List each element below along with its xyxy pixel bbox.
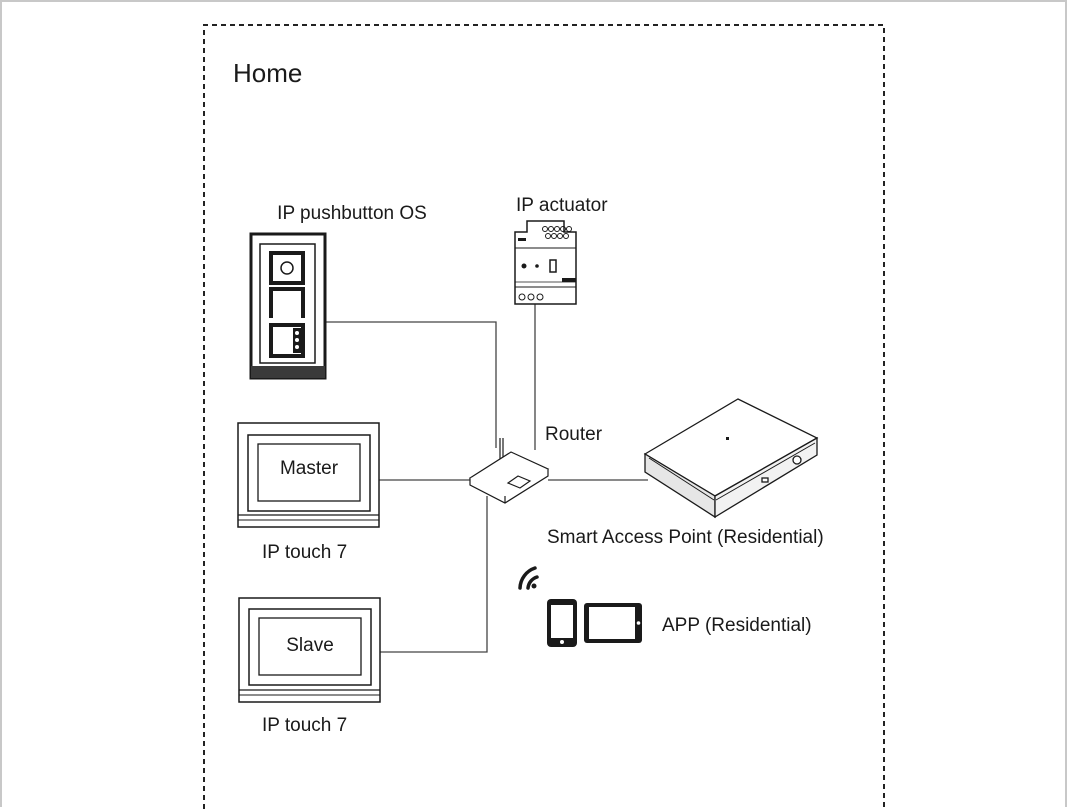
master-monitor-label: IP touch 7 [262, 542, 348, 563]
access-point-label: Smart Access Point (Residential) [547, 527, 824, 548]
link-pushbutton-router [326, 321, 497, 448]
slave-monitor-device [238, 597, 381, 703]
master-screen-text: Master [279, 458, 339, 479]
connections [326, 304, 648, 653]
actuator-device [514, 220, 577, 305]
home-title: Home [233, 58, 303, 88]
slave-screen-text: Slave [286, 635, 334, 656]
master-monitor-device [237, 422, 380, 528]
slave-monitor-label: IP touch 7 [262, 715, 348, 736]
pushbutton-label: IP pushbutton OS [277, 203, 427, 224]
router-device [468, 438, 550, 504]
link-slave-router [380, 496, 488, 653]
pushbutton-device [249, 232, 327, 380]
tablet-icon [584, 603, 642, 643]
access-point-device [643, 398, 819, 519]
wifi-icon [518, 566, 539, 590]
smartphone-icon [547, 599, 577, 647]
home-boundary [203, 24, 885, 809]
actuator-label: IP actuator [516, 195, 608, 216]
app-label: APP (Residential) [662, 615, 812, 636]
router-label: Router [545, 424, 603, 445]
